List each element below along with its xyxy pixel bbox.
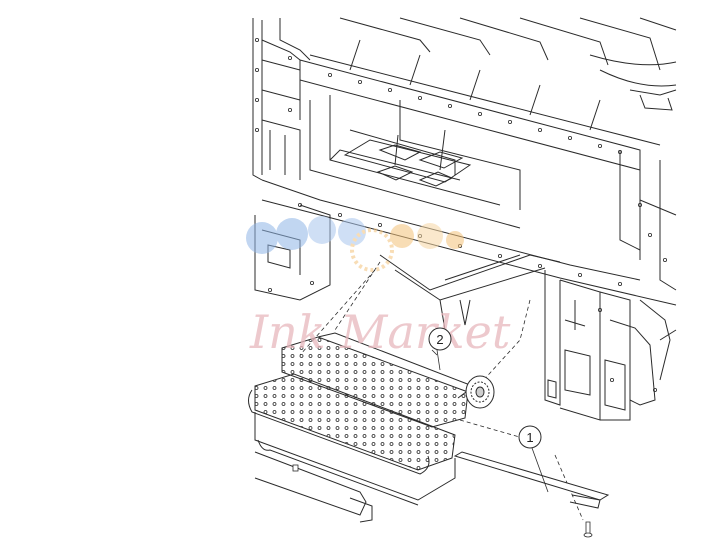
printer-frame xyxy=(252,17,677,421)
transport-belt-assembly xyxy=(248,332,495,523)
watermark-text: Ink Market xyxy=(249,305,511,359)
callout-1-label: 1 xyxy=(526,430,533,445)
callout-2: 2 xyxy=(428,327,452,371)
belt-strip xyxy=(453,451,610,509)
callout-2-label: 2 xyxy=(436,332,443,347)
callout-1: 1 xyxy=(518,425,549,493)
screw-icon xyxy=(583,521,593,538)
drive-gear-icon xyxy=(457,375,495,409)
watermark-logo xyxy=(246,216,464,272)
